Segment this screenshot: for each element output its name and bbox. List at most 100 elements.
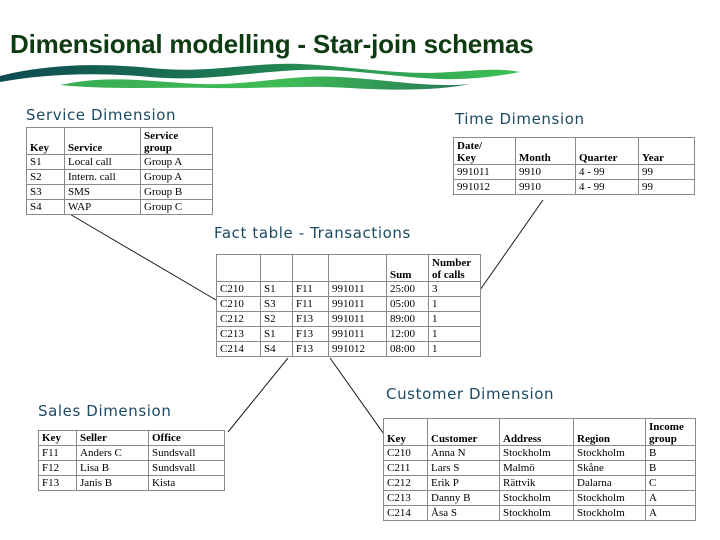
cell-group: Group A — [140, 169, 213, 185]
cell-quarter: 4 - 99 — [575, 164, 639, 180]
connector-fact-to-sales — [227, 357, 289, 433]
service-dimension-caption: Service Dimension — [26, 106, 177, 124]
column-header-year: Year — [638, 137, 695, 165]
cell-income: A — [645, 505, 696, 521]
cell-service-key: S2 — [260, 311, 293, 327]
table-row: C213 S1 F13 991011 12:00 1 — [216, 326, 481, 342]
cell-key: C212 — [383, 475, 428, 491]
header-line1: Service — [144, 130, 179, 142]
column-header-service-group: Service group — [140, 127, 213, 155]
cell-income: A — [645, 490, 696, 506]
table-row: F13 Janis B Kista — [38, 475, 225, 491]
table-row: 991011 9910 4 - 99 99 — [453, 164, 695, 180]
cell-sum: 12:00 — [386, 326, 429, 342]
cell-region: Dalarna — [573, 475, 646, 491]
table-row: C214 Åsa S Stockholm Stockholm A — [383, 505, 696, 521]
column-header-seller-key — [292, 254, 329, 282]
cell-address: Rättvik — [499, 475, 574, 491]
cell-key: F12 — [38, 460, 77, 476]
cell-customer-key: C210 — [216, 281, 261, 297]
column-header-customer: Customer — [427, 418, 500, 446]
cell-customer: Danny B — [427, 490, 500, 506]
table-header-row: Sum Number of calls — [216, 254, 481, 282]
cell-office: Kista — [148, 475, 225, 491]
column-header-month: Month — [515, 137, 576, 165]
header-line2: of calls — [432, 269, 465, 281]
cell-key: S2 — [26, 169, 65, 185]
cell-sum: 05:00 — [386, 296, 429, 312]
table-header-row: Key Seller Office — [38, 430, 225, 446]
table-row: C211 Lars S Malmö Skåne B — [383, 460, 696, 476]
cell-customer: Åsa S — [427, 505, 500, 521]
column-header-date-key — [328, 254, 387, 282]
cell-date-key: 991012 — [328, 341, 387, 357]
cell-seller-key: F13 — [292, 326, 329, 342]
table-row: S4 WAP Group C — [26, 199, 213, 215]
header-line1: Number — [432, 257, 472, 269]
column-header-service-key — [260, 254, 293, 282]
header-line2: group — [649, 433, 677, 445]
header-line2: Address — [503, 433, 542, 445]
cell-key: C210 — [383, 445, 428, 461]
customer-dimension-table: Key Customer Address Region Income group — [383, 418, 696, 521]
table-row: F11 Anders C Sundsvall — [38, 445, 225, 461]
cell-seller-key: F13 — [292, 341, 329, 357]
table-row: S3 SMS Group B — [26, 184, 213, 200]
cell-region: Stockholm — [573, 505, 646, 521]
table-row: S2 Intern. call Group A — [26, 169, 213, 185]
connector-service-to-fact — [67, 212, 217, 301]
cell-seller-key: F13 — [292, 311, 329, 327]
cell-calls: 1 — [428, 296, 481, 312]
cell-seller: Anders C — [76, 445, 149, 461]
cell-year: 99 — [638, 179, 695, 195]
customer-dimension-caption: Customer Dimension — [386, 385, 555, 403]
cell-group: Group A — [140, 154, 213, 170]
header-line2: Customer — [431, 433, 478, 445]
table-row: 991012 9910 4 - 99 99 — [453, 179, 695, 195]
cell-key: S4 — [26, 199, 65, 215]
cell-key: F13 — [38, 475, 77, 491]
table-row: C212 Erik P Rättvik Dalarna C — [383, 475, 696, 491]
cell-key: C214 — [383, 505, 428, 521]
sales-dimension-caption: Sales Dimension — [38, 402, 172, 420]
cell-service: Intern. call — [64, 169, 141, 185]
table-header-row: Key Service Service group — [26, 127, 213, 155]
cell-key: C213 — [383, 490, 428, 506]
cell-calls: 1 — [428, 326, 481, 342]
cell-date-key: 991011 — [328, 281, 387, 297]
cell-seller: Janis B — [76, 475, 149, 491]
cell-group: Group C — [140, 199, 213, 215]
cell-income: B — [645, 445, 696, 461]
header-line1: Income — [649, 421, 684, 433]
cell-group: Group B — [140, 184, 213, 200]
table-header-row: Date/ Key Month Quarter Year — [453, 137, 695, 165]
cell-region: Skåne — [573, 460, 646, 476]
cell-customer-key: C213 — [216, 326, 261, 342]
table-row: S1 Local call Group A — [26, 154, 213, 170]
cell-address: Stockholm — [499, 445, 574, 461]
column-header-sum: Sum — [386, 254, 429, 282]
column-header-office: Office — [148, 430, 225, 446]
fact-table: Sum Number of calls C210 S1 F11 991011 2… — [216, 254, 481, 357]
cell-key: S3 — [26, 184, 65, 200]
cell-date-key: 991011 — [328, 296, 387, 312]
cell-service-key: S4 — [260, 341, 293, 357]
cell-address: Stockholm — [499, 505, 574, 521]
table-row: C213 Danny B Stockholm Stockholm A — [383, 490, 696, 506]
cell-customer-key: C212 — [216, 311, 261, 327]
column-header-address: Address — [499, 418, 574, 446]
header-line2: Month — [519, 152, 551, 164]
column-header-region: Region — [573, 418, 646, 446]
cell-customer: Lars S — [427, 460, 500, 476]
cell-year: 99 — [638, 164, 695, 180]
cell-region: Stockholm — [573, 490, 646, 506]
cell-service: SMS — [64, 184, 141, 200]
cell-sum: 08:00 — [386, 341, 429, 357]
header-line2: Key — [457, 152, 476, 164]
header-line2: group — [144, 142, 172, 154]
cell-calls: 1 — [428, 341, 481, 357]
cell-key: S1 — [26, 154, 65, 170]
column-header-quarter: Quarter — [575, 137, 639, 165]
cell-date-key: 991012 — [453, 179, 516, 195]
